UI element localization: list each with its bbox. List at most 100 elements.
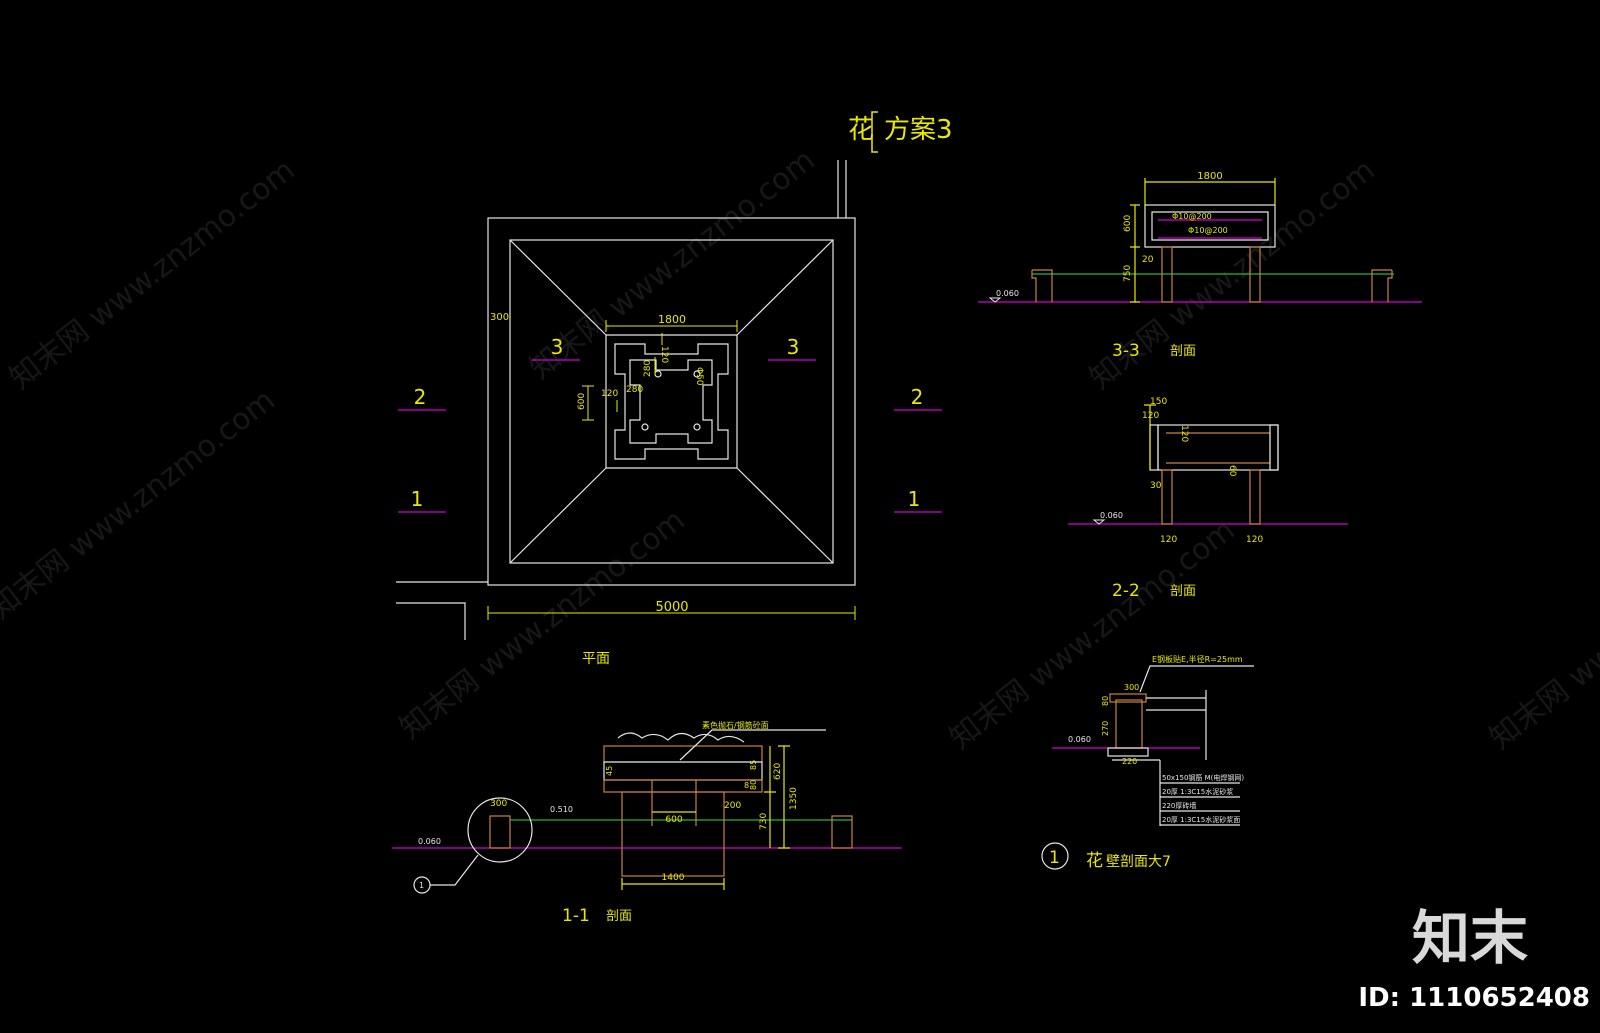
cut-label-2-left: 2 — [414, 385, 427, 409]
plan-dim-line-center — [605, 320, 738, 332]
section-33-dim-h3: 20 — [1142, 255, 1154, 265]
section-22-dim-30: 30 — [1150, 481, 1162, 491]
plan-dim-line-overall — [487, 606, 856, 620]
section-22-caption-text: 剖面 — [1170, 584, 1196, 599]
section-11-level-510: 0.510 — [550, 805, 573, 814]
plan-drain-hole — [693, 423, 701, 431]
section-11-dim-1350: 1350 — [789, 787, 799, 810]
section-22-dim-60: 60 — [1227, 465, 1237, 477]
section-22-dim-120a: 120 — [1142, 411, 1159, 421]
section-11-detail-leader — [430, 854, 479, 886]
section-22-lip-right — [1269, 424, 1279, 471]
section-11-detail-marker — [413, 876, 431, 894]
watermark-text: 知末网 www.znzmo.com — [523, 143, 821, 387]
plan-outer-square — [487, 217, 856, 586]
detail-1 — [1041, 665, 1254, 870]
section-33-planter-inner — [1151, 211, 1269, 241]
plan-planter-outline — [605, 334, 738, 469]
watermark-id: ID: 1110652408 — [1358, 983, 1590, 1013]
section-22-level: 0.060 — [1100, 511, 1123, 520]
plan-dim-hole: Φ50 — [694, 367, 704, 386]
section-11-base — [603, 779, 763, 793]
section-11-dim-620-line — [764, 746, 776, 848]
section-11-dim-620: 620 — [773, 763, 783, 780]
detail-1-layer-2: 20厚 1:3C15水泥砂浆 — [1162, 787, 1233, 796]
title-bracket — [871, 111, 878, 153]
detail-1-leader — [1112, 759, 1161, 826]
drawing-title: 花 方案3 — [848, 111, 953, 153]
section-11-edge-left — [489, 815, 511, 849]
section-11-dim-1350-line — [778, 745, 790, 849]
detail-1-note-top: E钢板贴E,半径R=25mm — [1152, 654, 1243, 664]
section-33-dim-top: 1800 — [1197, 171, 1222, 182]
section-11-pier — [621, 791, 725, 877]
section-33-caption-text: 剖面 — [1170, 344, 1196, 359]
watermark-logo: 知末 — [1412, 904, 1528, 972]
cut-label-1-right: 1 — [908, 487, 921, 511]
section-33-dim-top-line — [1144, 178, 1276, 205]
plan-drain-hole — [641, 423, 649, 431]
plan-caption: 平面 — [582, 651, 610, 667]
plan-dimensions — [487, 320, 856, 620]
detail-1-layer-3: 220厚砖墙 — [1162, 801, 1196, 810]
section-33-edge-right — [1371, 269, 1393, 302]
detail-1-level: 0.060 — [1068, 735, 1091, 744]
section-11-edge-right — [831, 815, 853, 849]
title-name: 方案3 — [884, 115, 953, 145]
section-22-dim-120b: 120 — [1179, 425, 1189, 442]
detail-1-number: 1 — [1049, 848, 1060, 868]
plan-adjacent-wall-left — [396, 581, 488, 640]
title-prefix: 花 — [848, 115, 874, 145]
detail-1-dim-300: 300 — [1124, 683, 1139, 692]
detail-1-dim-80: 80 — [1101, 696, 1110, 706]
section-22-leg-right — [1249, 469, 1261, 525]
section-33-leg-left — [1161, 246, 1173, 303]
plan-drain-hole — [693, 370, 701, 378]
section-11-level-060: 0.060 — [418, 837, 441, 846]
section-11-caption-text: 剖面 — [606, 909, 632, 924]
detail-1-layer-1: 50x150钢筋 M(电焊钢网) — [1162, 773, 1244, 782]
plan-drain-hole — [654, 370, 662, 378]
watermark-text: 知末网 www.znzmo.com — [0, 383, 282, 627]
section-33-dim-h1: 600 — [1123, 215, 1133, 232]
section-11-dim-1400-line — [621, 878, 725, 890]
section-33-leg-right — [1249, 246, 1261, 303]
section-33 — [978, 178, 1422, 303]
section-11-plants — [617, 732, 745, 743]
section-33-level: 0.060 — [996, 289, 1019, 298]
section-22-lip-left — [1149, 424, 1159, 471]
section-22-dim-150: 150 — [1150, 397, 1167, 407]
detail-1-wall — [1115, 699, 1143, 749]
section-11-dim-300: 300 — [490, 799, 507, 809]
section-11-dim-85: 85 — [749, 760, 758, 770]
section-22-caption-num: 2-2 — [1112, 581, 1140, 601]
section-11-dim-45: 45 — [605, 766, 614, 776]
section-22 — [1068, 404, 1348, 525]
section-11-dim-200: 200 — [724, 801, 741, 811]
section-33-planter-box — [1144, 204, 1276, 248]
cut-label-3-left: 3 — [551, 335, 564, 359]
section-11-caption-num: 1-1 — [562, 906, 590, 926]
detail-1-layer-4: 20厚 1:3C15水泥砂浆面 — [1162, 815, 1240, 824]
plan-adjacent-wall-top — [837, 160, 847, 218]
plan-planter-soil — [629, 359, 713, 444]
section-22-level-mark — [1092, 519, 1106, 525]
detail-1-dim-270: 270 — [1101, 721, 1110, 736]
section-33-edge-left — [1031, 269, 1053, 302]
plan-dim-d: 120 — [601, 389, 618, 399]
section-33-rebar-2: Φ10@200 — [1188, 226, 1228, 235]
plan-dim-center: 1800 — [658, 313, 686, 326]
plan-inner-square — [509, 239, 834, 564]
section-11-cap — [603, 745, 763, 763]
section-11-callout-leader — [679, 729, 826, 761]
section-11 — [392, 729, 902, 894]
detail-1-caption-prefix: 花 — [1086, 851, 1103, 871]
section-11-beam — [603, 761, 763, 781]
section-11-dim-600: 600 — [665, 815, 682, 825]
watermark-text: 知末网 www.znzmo.com — [943, 513, 1241, 757]
section-11-dim-x1: 8 — [744, 781, 749, 790]
detail-1-footing — [1107, 747, 1149, 757]
section-11-detail-number: 1 — [419, 881, 424, 890]
section-11-dim-80: 80 — [749, 780, 758, 790]
section-11-dim-1400: 1400 — [662, 873, 685, 883]
